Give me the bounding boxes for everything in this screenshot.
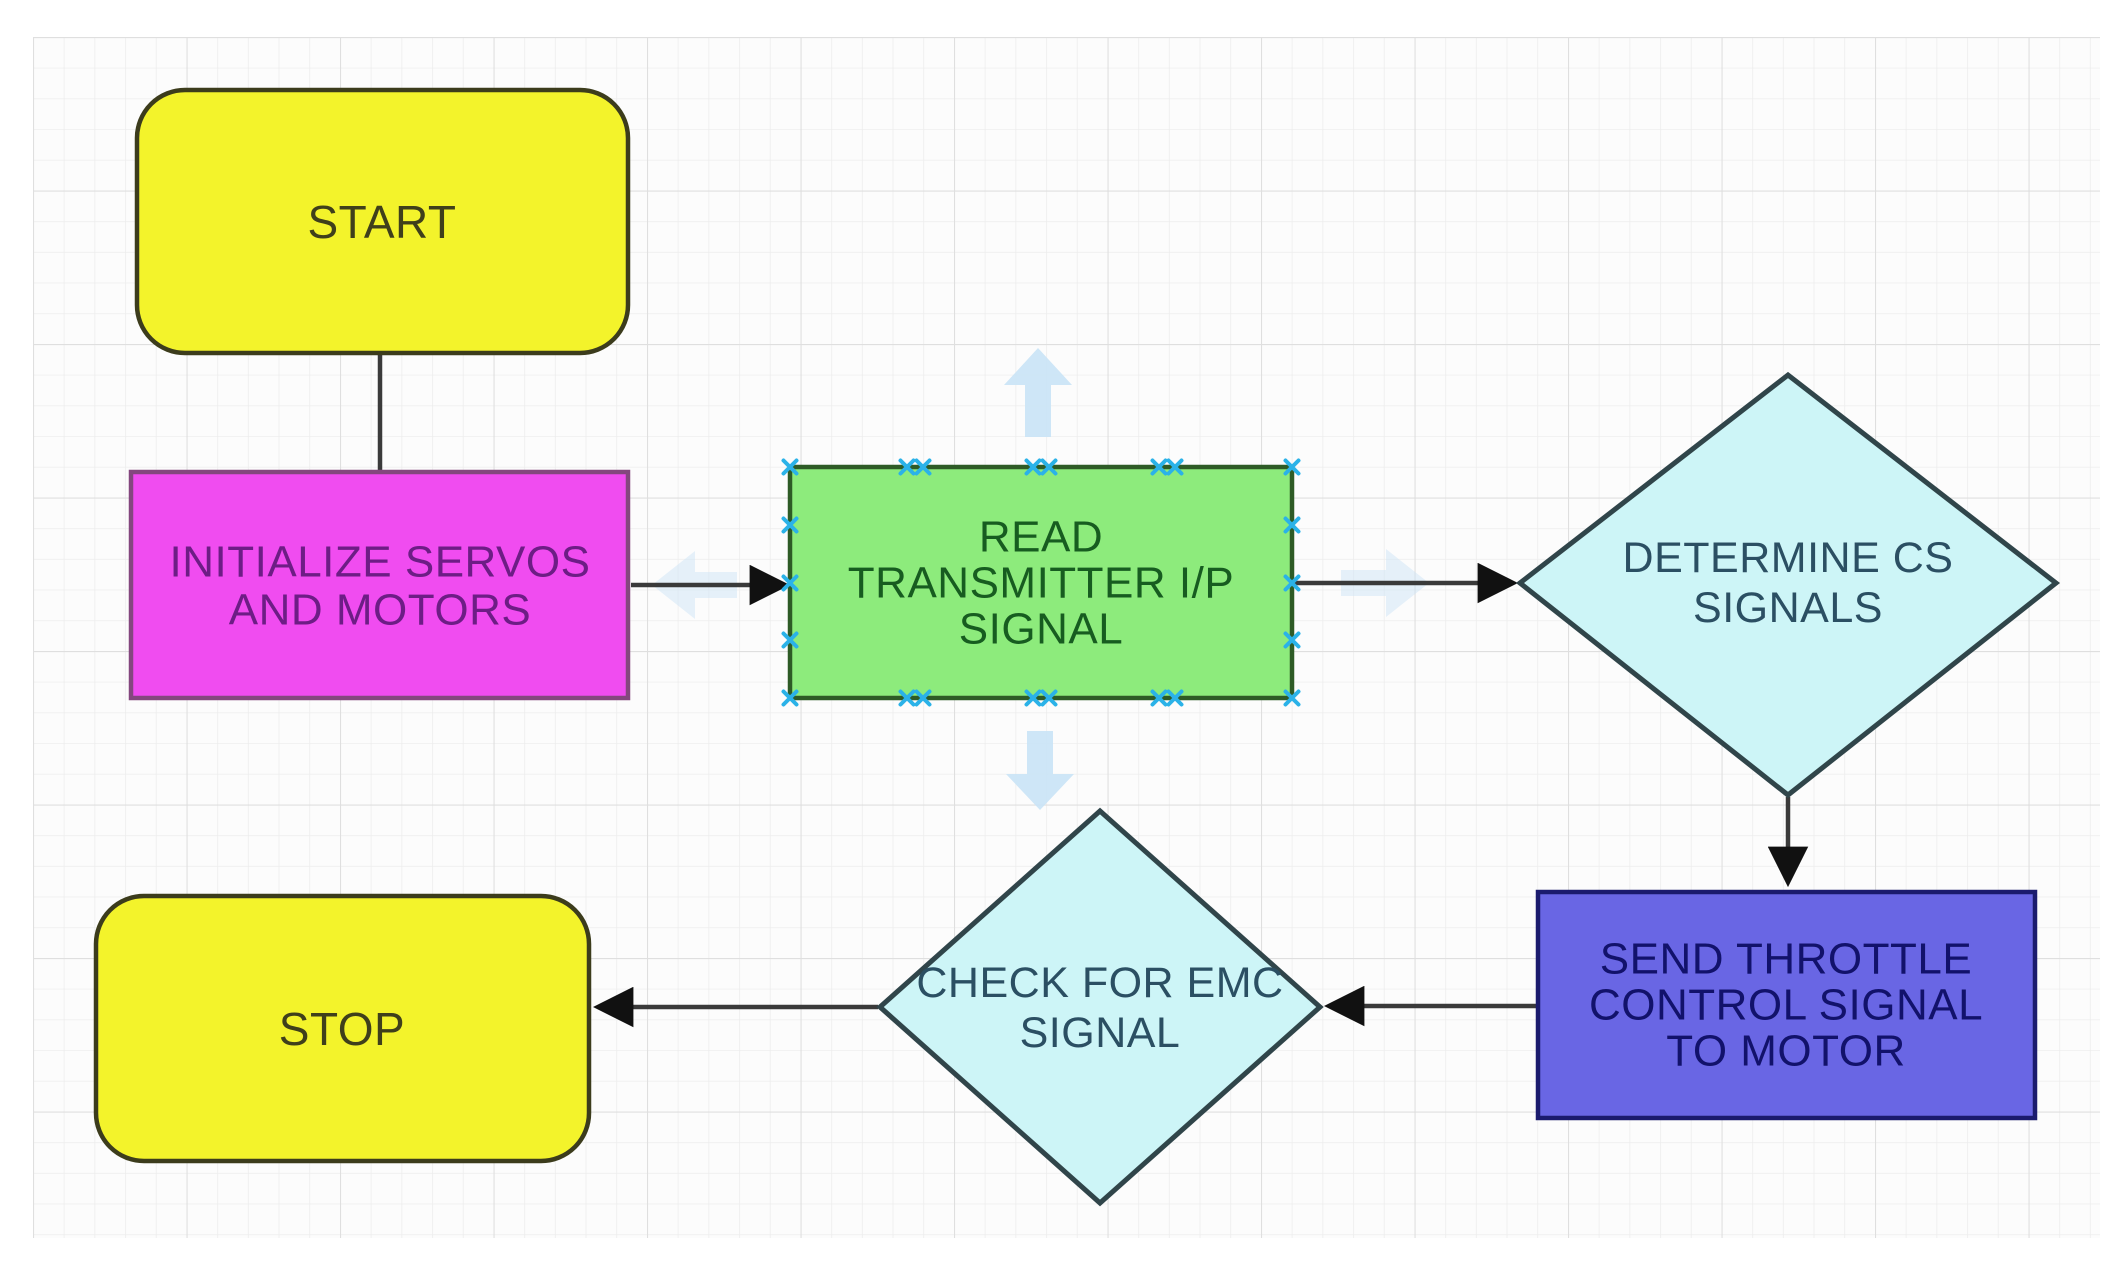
node-send-label: CONTROL SIGNAL: [1589, 981, 1983, 1030]
edges: [377, 353, 1809, 1028]
decision-shape[interactable]: [1515, 371, 2061, 799]
connection-point-handle[interactable]: [1166, 458, 1184, 476]
node-send-label: TO MOTOR: [1666, 1027, 1906, 1076]
decision-shape[interactable]: [876, 807, 1324, 1207]
connection-point-handle[interactable]: [1040, 689, 1058, 707]
node-send-label: SEND THROTTLE: [1600, 935, 1972, 984]
hint-arrow-up-icon[interactable]: [1004, 348, 1072, 437]
node-check-label: SIGNAL: [1020, 1009, 1181, 1057]
connection-point-handle[interactable]: [914, 458, 932, 476]
node-check-label: CHECK FOR EMC: [916, 959, 1283, 1007]
connection-point-handle[interactable]: [1024, 458, 1042, 476]
connection-point-handle[interactable]: [1150, 689, 1168, 707]
node-stop-label: STOP: [279, 1003, 405, 1055]
connection-point-handle[interactable]: [1166, 689, 1184, 707]
node-start[interactable]: START: [134, 87, 631, 356]
connection-point-handle[interactable]: [781, 458, 799, 476]
node-read-label: TRANSMITTER I/P: [848, 559, 1234, 608]
node-read-label: SIGNAL: [959, 605, 1123, 654]
connection-point-handle[interactable]: [914, 689, 932, 707]
node-determine-label: DETERMINE CS: [1623, 534, 1954, 582]
process-shape[interactable]: [128, 469, 631, 701]
connection-point-handle[interactable]: [781, 516, 799, 534]
hint-arrow-down-icon[interactable]: [1006, 731, 1074, 810]
node-init[interactable]: INITIALIZE SERVOS AND MOTORS: [128, 469, 631, 701]
process-shape[interactable]: [1535, 889, 2038, 1121]
selection-handles: [781, 458, 1301, 707]
terminator-shape[interactable]: [134, 87, 631, 356]
connection-point-handle[interactable]: [898, 458, 916, 476]
connection-point-handle[interactable]: [1024, 689, 1042, 707]
connection-point-handle[interactable]: [781, 689, 799, 707]
node-init-label: INITIALIZE SERVOS: [170, 538, 591, 587]
node-send[interactable]: SEND THROTTLE CONTROL SIGNAL TO MOTOR: [1535, 889, 2038, 1121]
node-determine[interactable]: DETERMINE CS SIGNALS: [1515, 371, 2061, 799]
connection-point-handle[interactable]: [1283, 458, 1301, 476]
connection-point-handle[interactable]: [898, 689, 916, 707]
process-shape-selected[interactable]: [787, 464, 1295, 701]
connection-point-handle[interactable]: [781, 631, 799, 649]
connection-point-handle[interactable]: [781, 574, 799, 592]
node-read-label: READ: [979, 513, 1103, 562]
node-start-label: START: [307, 196, 456, 248]
node-determine-label: SIGNALS: [1693, 584, 1883, 632]
connection-point-handle[interactable]: [1283, 516, 1301, 534]
node-read[interactable]: READ TRANSMITTER I/P SIGNAL: [787, 464, 1295, 701]
connection-point-handle[interactable]: [1283, 574, 1301, 592]
node-init-label: AND MOTORS: [229, 586, 531, 635]
terminator-shape[interactable]: [93, 893, 592, 1164]
node-stop[interactable]: STOP: [93, 893, 592, 1164]
node-check[interactable]: CHECK FOR EMC SIGNAL: [876, 807, 1324, 1207]
connection-point-handle[interactable]: [1283, 689, 1301, 707]
connection-point-handle[interactable]: [1150, 458, 1168, 476]
connection-point-handle[interactable]: [1283, 631, 1301, 649]
connection-point-handle[interactable]: [1040, 458, 1058, 476]
